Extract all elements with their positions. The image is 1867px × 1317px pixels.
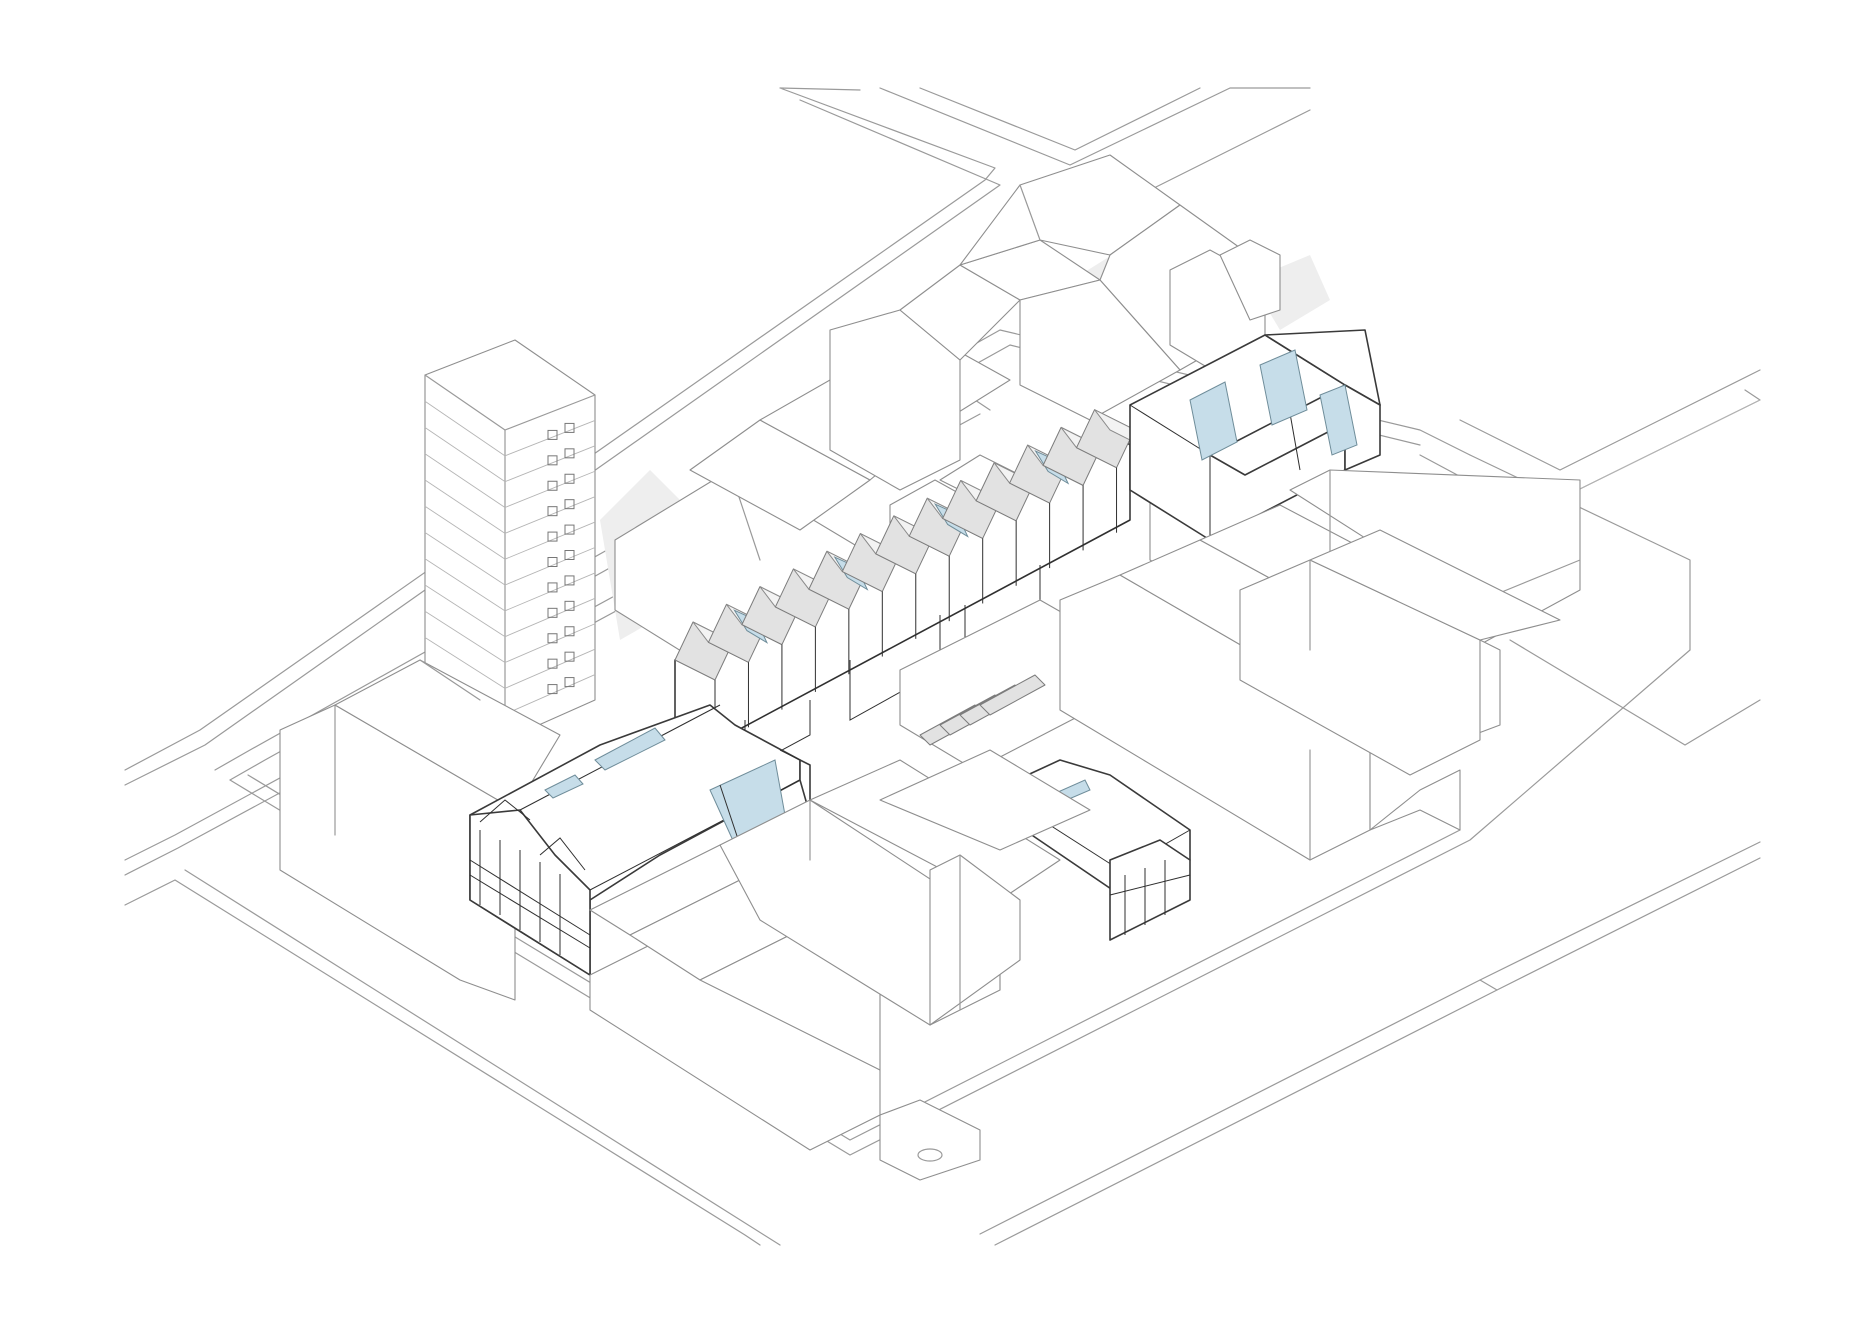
tower-window bbox=[564, 550, 575, 560]
context-buildings-back bbox=[279, 154, 1281, 1001]
tower-window bbox=[564, 473, 575, 484]
tower-window bbox=[547, 455, 558, 466]
tower-floor-line bbox=[504, 648, 596, 689]
rear-skylight bbox=[1259, 349, 1308, 426]
tower-window bbox=[547, 607, 558, 618]
tower-window bbox=[547, 582, 558, 593]
rear-skylight bbox=[1319, 384, 1358, 456]
tower-floor-line bbox=[424, 584, 506, 638]
tower-window bbox=[547, 658, 558, 669]
tower-floor-line bbox=[424, 400, 506, 457]
tower-window bbox=[564, 677, 575, 688]
tower-window bbox=[547, 684, 558, 695]
sawtooth-hall bbox=[674, 409, 1151, 771]
tower-window bbox=[564, 499, 575, 510]
tower-floor-line bbox=[424, 505, 506, 560]
tower-floor-line bbox=[424, 558, 506, 612]
historic-facade-right bbox=[1109, 839, 1191, 941]
tower-floor-line bbox=[424, 637, 506, 689]
tower-window bbox=[564, 626, 575, 637]
tower-window bbox=[564, 422, 575, 433]
tower-window bbox=[547, 480, 558, 491]
historic-facade-left bbox=[469, 799, 591, 976]
context-buildings-front bbox=[589, 469, 1581, 1181]
tower-floor-line bbox=[504, 470, 596, 508]
rear-skylight bbox=[1189, 381, 1238, 461]
tower-floor-line bbox=[424, 427, 506, 483]
tower-window bbox=[547, 557, 558, 567]
tower-floor-line bbox=[504, 419, 596, 457]
tower-floor-line bbox=[424, 479, 506, 534]
tower-floor-line bbox=[424, 453, 506, 508]
tower-window bbox=[564, 575, 575, 586]
tower-floor-line bbox=[504, 445, 596, 483]
tower-window bbox=[547, 429, 558, 440]
tower-window bbox=[547, 506, 558, 517]
tower-window bbox=[564, 651, 575, 662]
tower-window bbox=[547, 531, 558, 542]
tower-window bbox=[564, 600, 575, 611]
tower-window bbox=[564, 448, 575, 459]
tower-floor-line bbox=[424, 610, 506, 663]
tower-window bbox=[564, 524, 575, 535]
tower-floor-line bbox=[424, 532, 506, 586]
tower-floor-line bbox=[504, 674, 596, 715]
rear-hall bbox=[1129, 329, 1381, 541]
tower-floor-line bbox=[504, 496, 596, 534]
tower-window bbox=[547, 633, 558, 644]
